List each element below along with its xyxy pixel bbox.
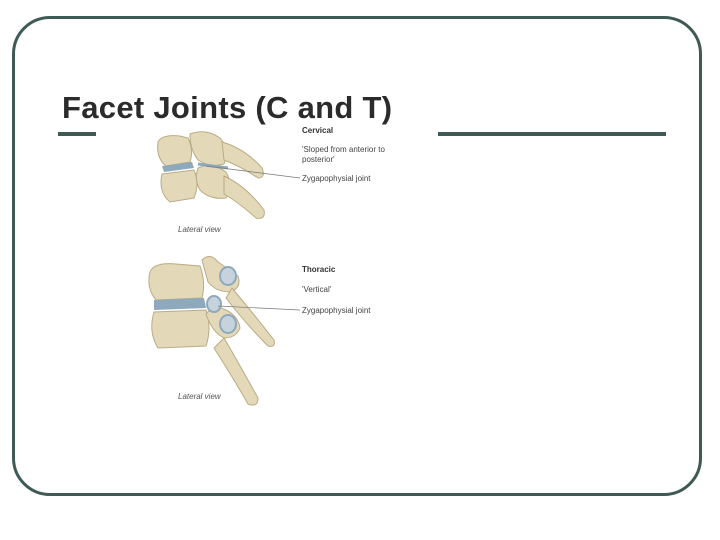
title-rule-left (58, 132, 96, 136)
thoracic-view-caption: Lateral view (178, 392, 221, 401)
thoracic-orientation-note: 'Vertical' (302, 285, 332, 294)
cervical-view-caption: Lateral view (178, 225, 221, 234)
title-rule-right (438, 132, 666, 136)
cervical-vertebrae-illustration (157, 131, 300, 219)
slide-title: Facet Joints (C and T) (62, 90, 393, 125)
cervical-joint-label: Zygapophysial joint (302, 174, 371, 183)
slide-frame (12, 16, 702, 496)
thoracic-joint-label: Zygapophysial joint (302, 306, 371, 315)
thoracic-vertebrae-illustration (148, 256, 300, 406)
cervical-orientation-note: 'Sloped from anterior to posterior' (302, 145, 385, 164)
thoracic-heading: Thoracic (302, 265, 336, 274)
cervical-heading: Cervical (302, 126, 334, 135)
